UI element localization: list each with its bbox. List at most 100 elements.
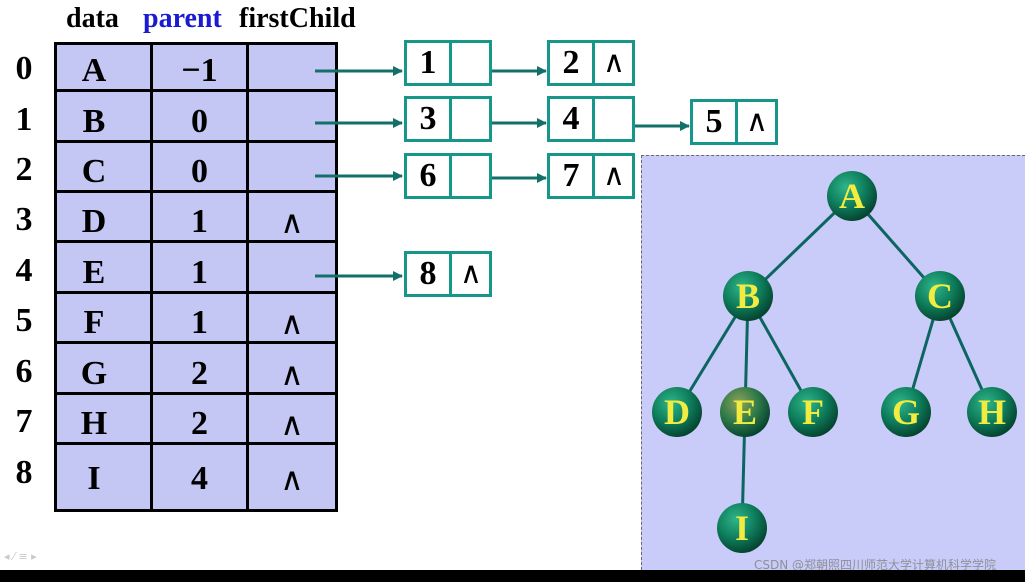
header-parent: parent bbox=[143, 3, 222, 34]
null-pointer bbox=[452, 156, 490, 196]
cell-data: H bbox=[80, 405, 108, 442]
cell-firstchild: ∧ bbox=[280, 304, 304, 342]
node-value: 3 bbox=[419, 100, 437, 137]
node-value: 8 bbox=[419, 255, 437, 292]
row-divider bbox=[57, 442, 335, 445]
cell-firstchild: ∧ bbox=[280, 460, 304, 498]
row-index: 6 bbox=[15, 353, 33, 390]
cell-firstchild: ∧ bbox=[280, 203, 304, 241]
node-divider bbox=[449, 99, 452, 139]
cell-data: F bbox=[83, 304, 105, 341]
cell-parent: 1 bbox=[191, 203, 208, 240]
row-index: 3 bbox=[15, 201, 33, 238]
node-divider bbox=[735, 102, 738, 142]
cell-data: D bbox=[81, 203, 107, 240]
column-divider bbox=[246, 45, 249, 509]
tree-node-label: G bbox=[892, 392, 920, 432]
cell-parent: 1 bbox=[191, 254, 208, 291]
child-list-node: 1 bbox=[404, 40, 492, 86]
tree-node-G: G bbox=[881, 387, 931, 437]
child-list-node: 6 bbox=[404, 153, 492, 199]
tree-node-label: I bbox=[735, 508, 749, 548]
tree-node-label: B bbox=[736, 276, 760, 316]
child-list-node: 3 bbox=[404, 96, 492, 142]
node-divider bbox=[449, 254, 452, 294]
tree-node-E: E bbox=[720, 387, 770, 437]
tree-diagram: A B C D E F G H I bbox=[652, 171, 1017, 553]
tree-node-B: B bbox=[723, 271, 773, 321]
null-pointer bbox=[452, 99, 490, 139]
tree-panel: A B C D E F G H I bbox=[641, 155, 1025, 570]
tree-node-label: F bbox=[802, 392, 824, 432]
tree-node-C: C bbox=[915, 271, 965, 321]
null-pointer: ∧ bbox=[746, 104, 768, 139]
cell-parent: −1 bbox=[181, 52, 218, 89]
node-value: 5 bbox=[705, 103, 723, 140]
cell-data: B bbox=[82, 103, 106, 140]
cell-data: I bbox=[87, 460, 101, 497]
cell-parent: 2 bbox=[191, 405, 208, 442]
node-value: 2 bbox=[562, 44, 580, 81]
node-divider bbox=[449, 43, 452, 83]
row-divider bbox=[57, 392, 335, 395]
child-list-node: 8 ∧ bbox=[404, 251, 492, 297]
header-firstchild: firstChild bbox=[239, 3, 356, 34]
row-index: 0 bbox=[15, 50, 33, 87]
node-value: 7 bbox=[562, 157, 580, 194]
node-divider bbox=[592, 99, 595, 139]
row-divider bbox=[57, 291, 335, 294]
row-index: 2 bbox=[15, 151, 33, 188]
null-pointer: ∧ bbox=[603, 158, 625, 193]
node-value: 1 bbox=[419, 44, 437, 81]
child-list-node: 5 ∧ bbox=[690, 99, 778, 145]
row-divider bbox=[57, 240, 335, 243]
row-divider bbox=[57, 190, 335, 193]
tree-node-H: H bbox=[967, 387, 1017, 437]
null-pointer bbox=[595, 99, 633, 139]
cell-data: G bbox=[80, 355, 108, 392]
null-pointer: ∧ bbox=[603, 45, 625, 80]
cell-parent: 0 bbox=[191, 103, 208, 140]
row-divider bbox=[57, 140, 335, 143]
tree-node-label: D bbox=[664, 392, 690, 432]
watermark: CSDN @郑朝照四川师范大学计算机科学学院 bbox=[754, 558, 997, 572]
row-index: 7 bbox=[15, 403, 33, 440]
cell-parent: 2 bbox=[191, 355, 208, 392]
null-pointer: ∧ bbox=[460, 256, 482, 291]
cell-parent: 1 bbox=[191, 304, 208, 341]
cell-parent: 4 bbox=[191, 460, 208, 497]
node-divider bbox=[592, 156, 595, 196]
tree-node-F: F bbox=[788, 387, 838, 437]
slide-controls: ◂ ⁄ ≡ ▸ bbox=[4, 550, 37, 563]
cell-data: E bbox=[82, 254, 106, 291]
row-divider bbox=[57, 89, 335, 92]
tree-node-D: D bbox=[652, 387, 702, 437]
cell-firstchild: ∧ bbox=[280, 405, 304, 443]
tree-node-A: A bbox=[827, 171, 877, 221]
row-index: 4 bbox=[15, 252, 33, 289]
node-table: A −1 B 0 C 0 D 1 ∧ E 1 F 1 ∧ G 2 ∧ H 2 ∧… bbox=[54, 42, 338, 512]
tree-node-label: C bbox=[927, 276, 953, 316]
tree-node-I: I bbox=[717, 503, 767, 553]
tree-node-label: A bbox=[839, 176, 865, 216]
bottom-bar bbox=[0, 570, 1025, 582]
child-list-node: 2 ∧ bbox=[547, 40, 635, 86]
row-divider bbox=[57, 341, 335, 344]
column-divider bbox=[150, 45, 153, 509]
cell-data: C bbox=[81, 153, 107, 190]
child-list-node: 7 ∧ bbox=[547, 153, 635, 199]
tree-node-label: E bbox=[733, 392, 757, 432]
tree-node-label: H bbox=[978, 392, 1006, 432]
node-divider bbox=[449, 156, 452, 196]
child-list-node: 4 bbox=[547, 96, 635, 142]
cell-firstchild: ∧ bbox=[280, 355, 304, 393]
row-index: 5 bbox=[15, 302, 33, 339]
row-index: 8 bbox=[15, 454, 33, 491]
cell-parent: 0 bbox=[191, 153, 208, 190]
node-value: 4 bbox=[562, 100, 580, 137]
cell-data: A bbox=[81, 52, 107, 89]
row-index: 1 bbox=[15, 101, 33, 138]
node-value: 6 bbox=[419, 157, 437, 194]
node-divider bbox=[592, 43, 595, 83]
null-pointer bbox=[452, 43, 490, 83]
